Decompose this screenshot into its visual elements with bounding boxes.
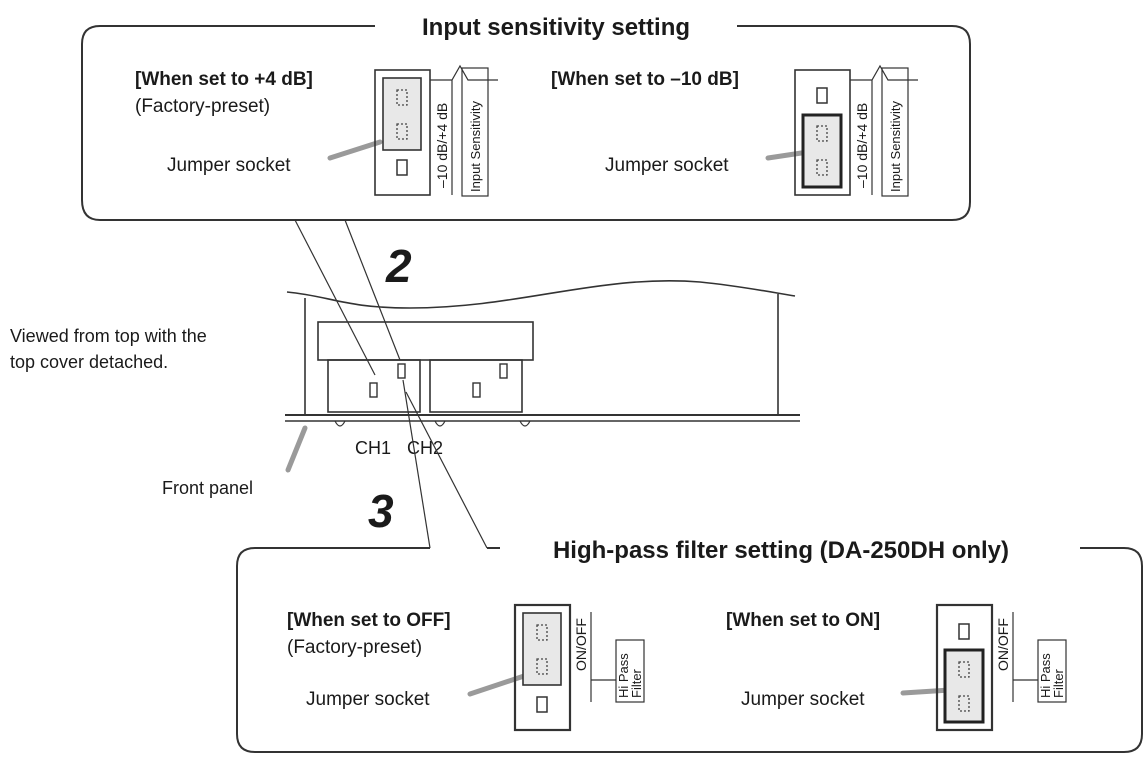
on-socket-leader bbox=[900, 687, 953, 696]
on-socket-label: Jumper socket bbox=[741, 689, 865, 710]
on-heading: [When set to ON] bbox=[726, 610, 880, 631]
jumper-cap bbox=[801, 113, 843, 189]
step-3-label: 3 bbox=[368, 485, 394, 537]
minus10-selector-label: –10 dB/+4 dB bbox=[854, 103, 870, 188]
front-panel-label: Front panel bbox=[162, 478, 253, 498]
sensitivity-callout-line-ch2 bbox=[344, 219, 401, 361]
on-function-label-line-1: Hi Pass bbox=[1038, 653, 1053, 698]
highpass-callout-line-b bbox=[405, 391, 488, 549]
input-sensitivity-panel: Input sensitivity setting [When set to +… bbox=[81, 14, 971, 221]
plus4-socket-leader bbox=[327, 139, 383, 161]
off-jumper-header bbox=[513, 603, 572, 732]
on-selector-label: ON/OFF bbox=[995, 618, 1011, 671]
front-panel-leader bbox=[285, 425, 308, 473]
ch1-label: CH1 bbox=[355, 438, 391, 458]
sensitivity-callout-line-ch1 bbox=[294, 219, 376, 376]
highpass-filter-panel: High-pass filter setting (DA-250DH only)… bbox=[236, 537, 1143, 753]
off-function-label-line-2: Filter bbox=[629, 668, 644, 698]
plus4-function-label: Input Sensitivity bbox=[468, 100, 483, 192]
step-2-label: 2 bbox=[385, 240, 412, 292]
off-factory-note: (Factory-preset) bbox=[287, 637, 422, 658]
off-socket-leader bbox=[467, 672, 530, 697]
minus10-socket-leader bbox=[765, 149, 811, 161]
off-function-label-line-1: Hi Pass bbox=[616, 653, 631, 698]
off-heading: [When set to OFF] bbox=[287, 610, 451, 631]
off-selector-label: ON/OFF bbox=[573, 618, 589, 671]
plus4-jumper-header bbox=[374, 69, 431, 196]
minus10-jumper-header bbox=[794, 69, 851, 196]
highpass-title: High-pass filter setting (DA-250DH only) bbox=[553, 537, 1009, 564]
minus10-socket-label: Jumper socket bbox=[605, 155, 729, 176]
off-socket-label: Jumper socket bbox=[306, 689, 430, 710]
amplifier-chassis bbox=[285, 279, 800, 427]
input-sensitivity-title: Input sensitivity setting bbox=[422, 14, 690, 41]
plus4-socket-label: Jumper socket bbox=[167, 155, 291, 176]
minus10-function-label: Input Sensitivity bbox=[888, 100, 903, 192]
view-note-line-2: top cover detached. bbox=[10, 352, 168, 372]
view-note-line-1: Viewed from top with the bbox=[10, 326, 207, 346]
minus10-heading: [When set to –10 dB] bbox=[551, 69, 739, 90]
ch2-label: CH2 bbox=[407, 438, 443, 458]
on-function-label-line-2: Filter bbox=[1051, 668, 1066, 698]
plus4-factory-note: (Factory-preset) bbox=[135, 96, 270, 117]
on-jumper-header bbox=[935, 603, 994, 732]
plus4-selector-label: –10 dB/+4 dB bbox=[434, 103, 450, 188]
plus4-heading: [When set to +4 dB] bbox=[135, 69, 313, 90]
highpass-callout-line-a bbox=[402, 379, 431, 549]
